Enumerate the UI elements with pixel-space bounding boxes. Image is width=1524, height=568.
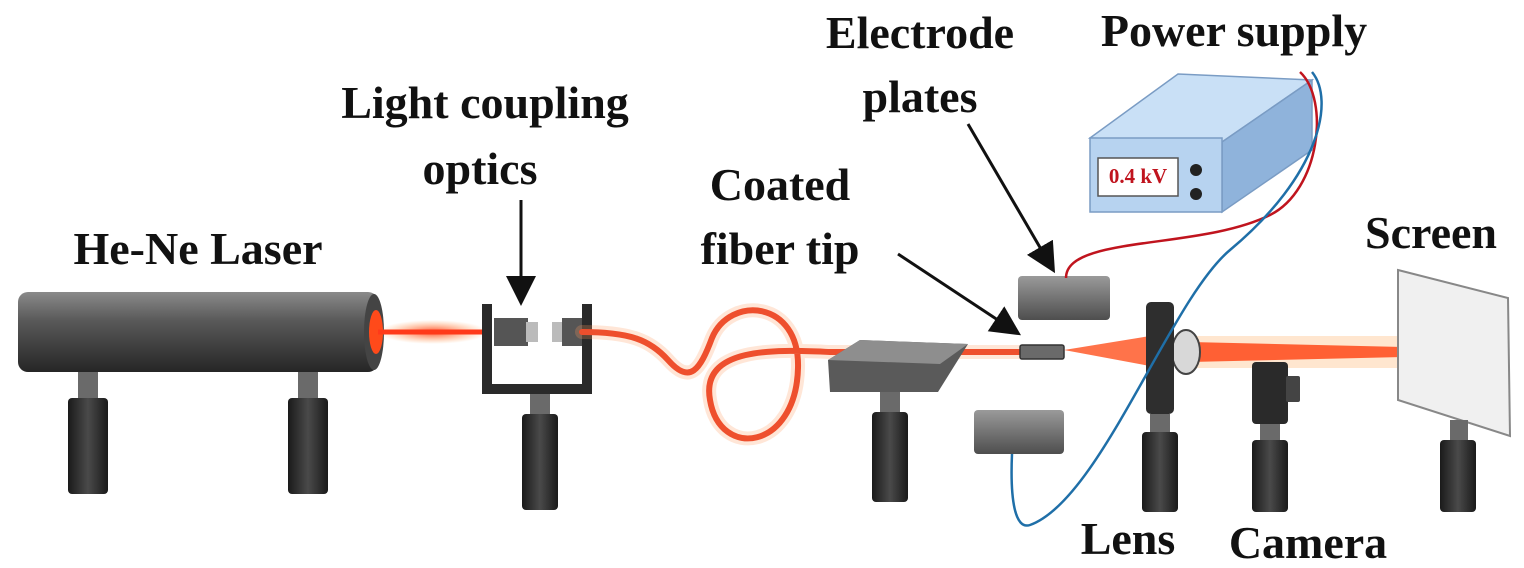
label-plates: plates (862, 71, 978, 122)
power-supply-display (1097, 157, 1179, 197)
lens (1142, 302, 1201, 512)
label-coated: Coated (709, 159, 851, 210)
label-lens: Lens (1080, 513, 1176, 564)
label-he-ne-laser: He-Ne Laser (73, 223, 323, 274)
terminal-positive (1190, 164, 1202, 176)
power-supply-readout: 0.4 kV (1108, 164, 1168, 188)
electrode-plate-top (1018, 276, 1110, 320)
he-ne-laser (18, 292, 384, 494)
label-fiber-tip: fiber tip (700, 223, 860, 274)
label-power-supply: Power supply (1100, 5, 1368, 56)
laser-post-left (68, 372, 108, 494)
label-optics: optics (422, 143, 538, 194)
wire-negative (1010, 71, 1323, 527)
coated-fiber-tip (1019, 344, 1065, 360)
label-screen: Screen (1364, 207, 1497, 258)
label-light-coupling: Light coupling (341, 77, 629, 128)
fiber-holder-stage (828, 340, 968, 502)
screen (1397, 268, 1512, 512)
label-camera: Camera (1228, 517, 1388, 568)
optical-fiber (579, 307, 1033, 442)
camera (1252, 362, 1300, 512)
arrow-electrode-plates (966, 123, 1056, 274)
power-supply (1087, 73, 1315, 214)
arrow-fiber-tip (897, 252, 1022, 336)
laser-post-right (288, 372, 328, 494)
light-coupling-optics (482, 304, 592, 510)
electrode-plate-bottom (974, 410, 1064, 454)
label-electrode: Electrode (825, 7, 1015, 58)
output-beam (1064, 336, 1150, 366)
terminal-negative (1190, 188, 1202, 200)
electrode-plates (974, 276, 1110, 454)
